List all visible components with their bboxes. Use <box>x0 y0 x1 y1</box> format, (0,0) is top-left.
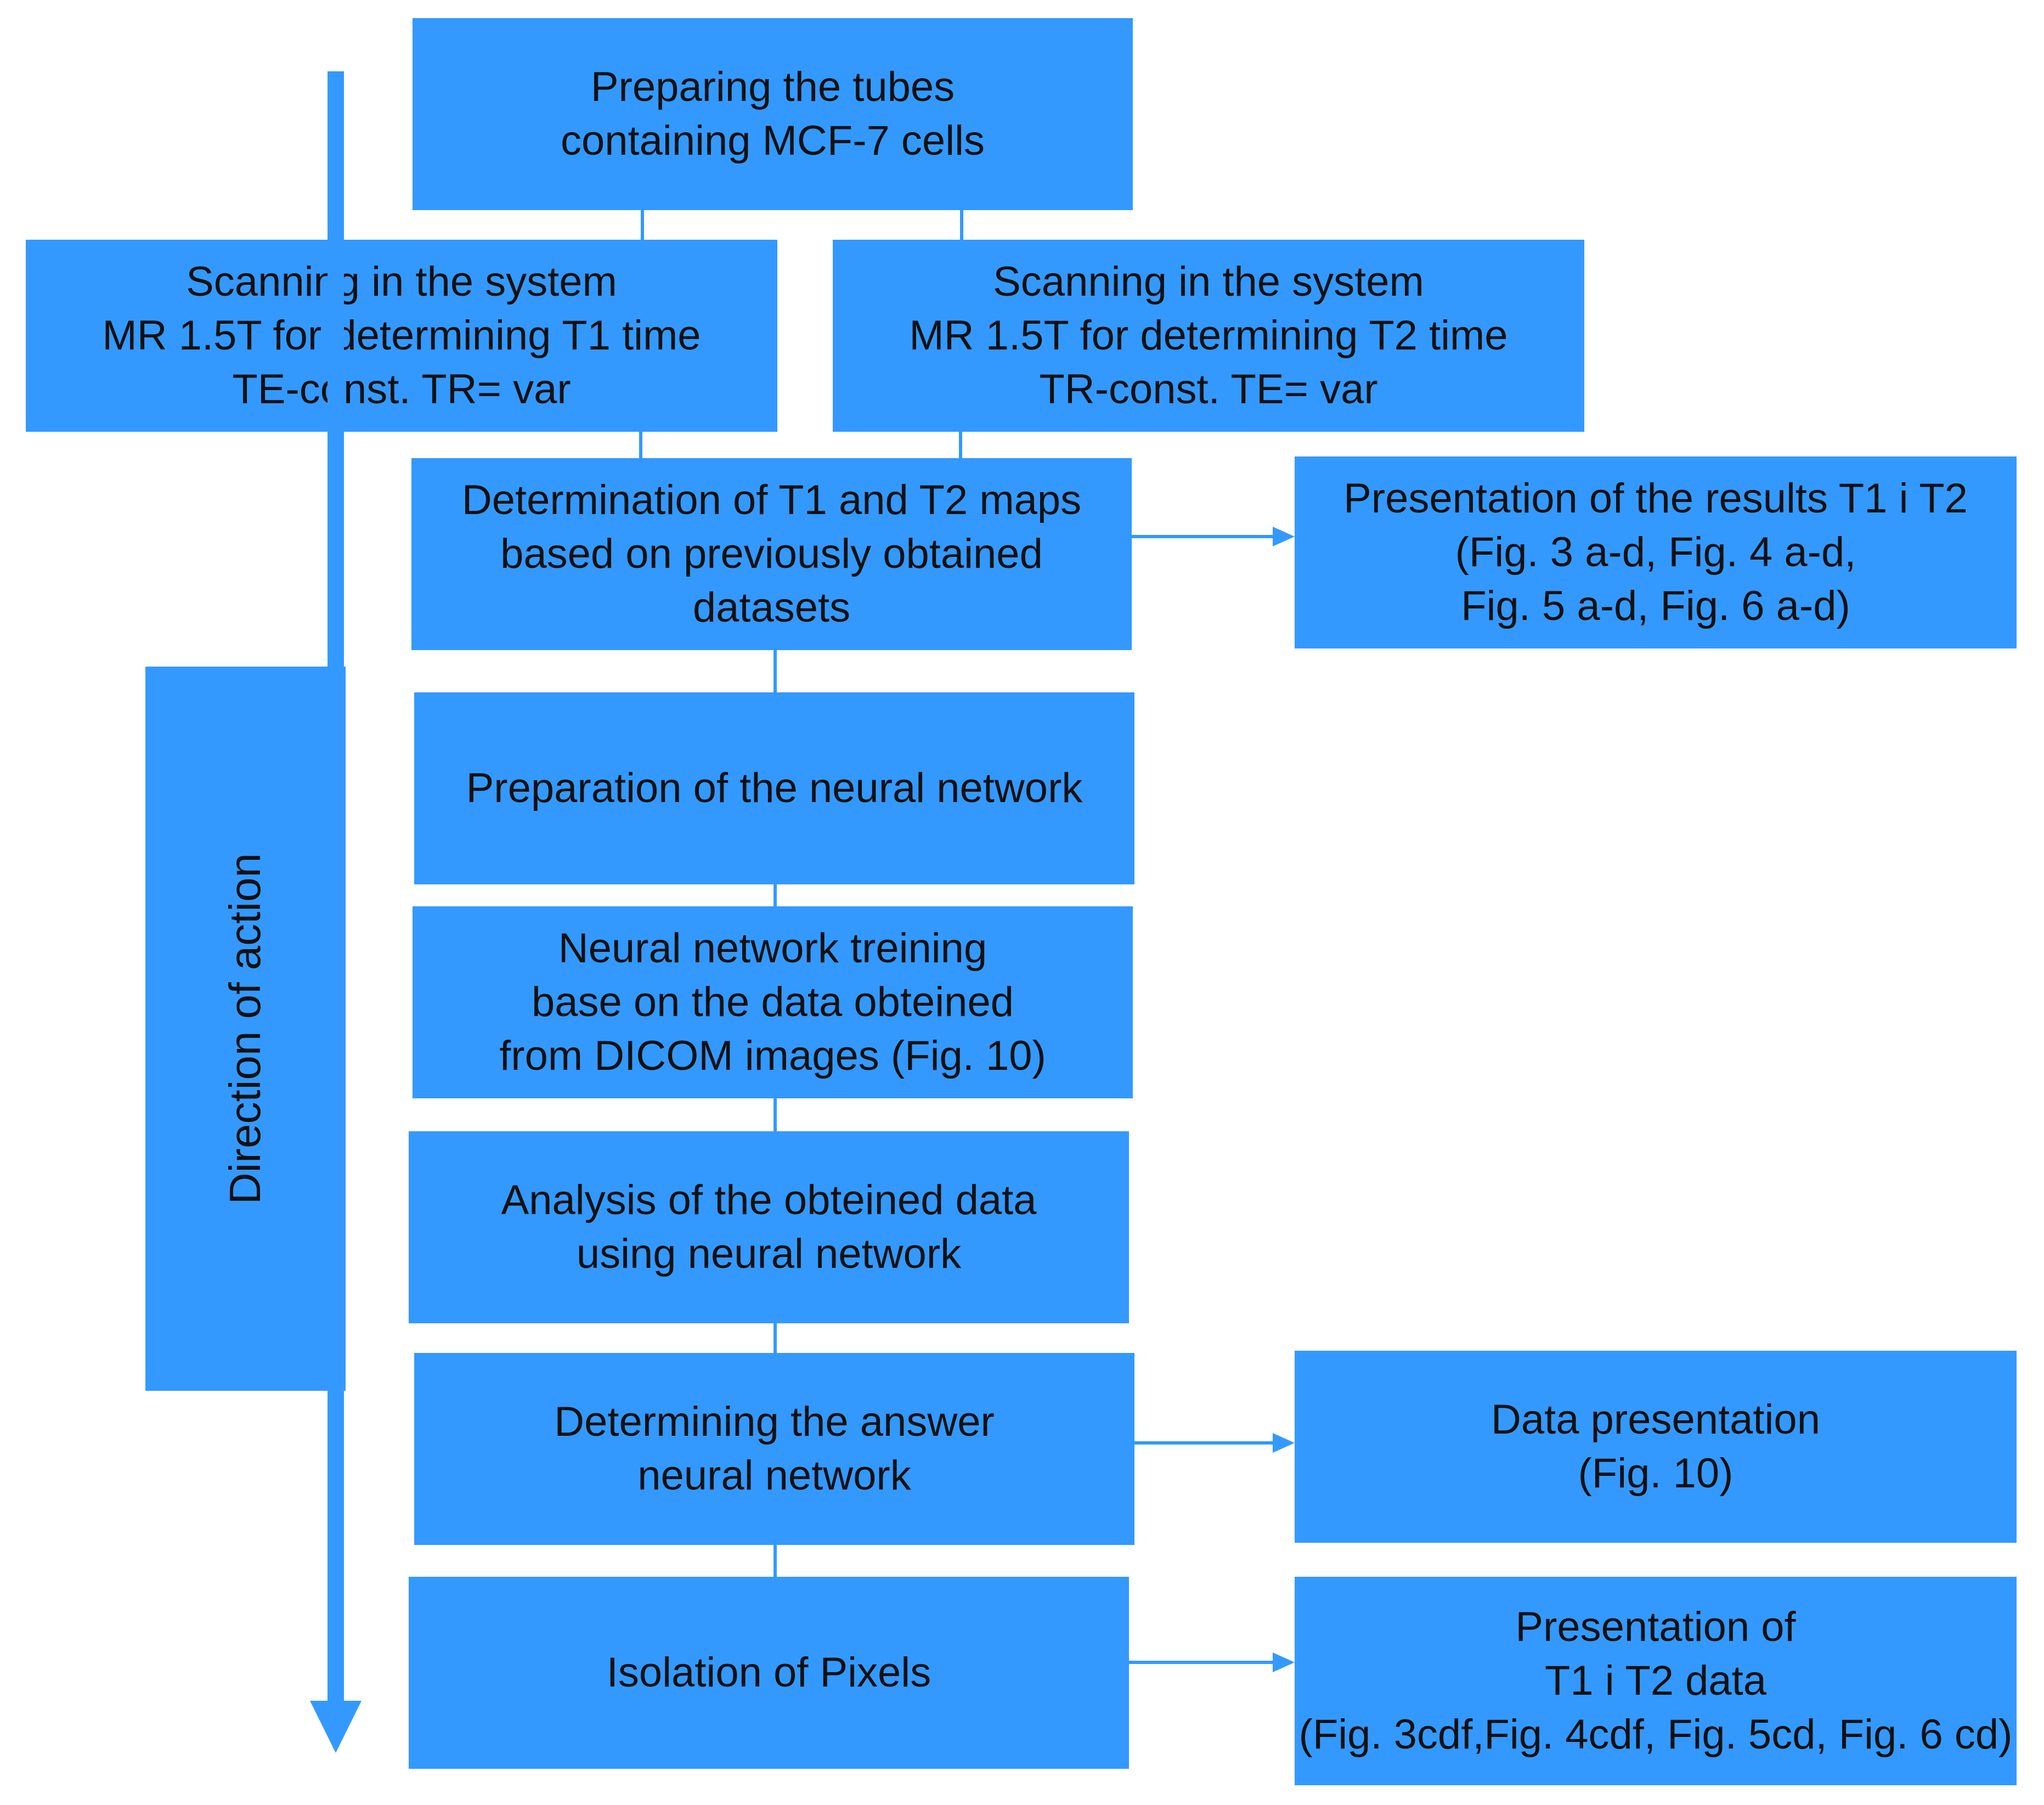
connector-train-to-analysis <box>773 1098 777 1131</box>
arrowhead-isolation-to-presentation <box>1273 1652 1295 1672</box>
box-analysis: Analysis of the obteined data using neur… <box>409 1131 1129 1323</box>
box-preparing-tubes: Preparing the tubes containing MCF-7 cel… <box>413 18 1133 210</box>
connector-tubes-to-t1 <box>641 208 644 241</box>
box-scan-t1: Scanning in the system MR 1.5T for deter… <box>26 240 777 432</box>
connector-analysis-to-answer <box>773 1323 777 1354</box>
box-presentation-t1-t2: Presentation of T1 i T2 data (Fig. 3cdf,… <box>1295 1577 2017 1785</box>
connector-answer-to-isolation <box>773 1544 777 1578</box>
box-determining-answer: Determining the answer neural network <box>414 1353 1134 1545</box>
box-data-presentation: Data presentation (Fig. 10) <box>1295 1351 2017 1543</box>
box-presentation-results: Presentation of the results T1 i T2 (Fig… <box>1295 456 2017 648</box>
arrowhead-answer-to-data-presentation <box>1273 1433 1295 1453</box>
connector-prep-to-train <box>773 883 777 908</box>
connector-maps-to-prep <box>773 650 777 694</box>
connector-tubes-to-t2 <box>960 208 963 241</box>
connector-t2-to-maps <box>959 431 962 459</box>
box-scan-t2: Scanning in the system MR 1.5T for deter… <box>833 240 1584 432</box>
direction-arrow-head <box>310 1701 362 1753</box>
direction-band <box>145 667 346 1391</box>
box-determination-maps: Determination of T1 and T2 maps based on… <box>411 458 1132 650</box>
box-isolation-pixels: Isolation of Pixels <box>409 1577 1129 1769</box>
arrowhead-maps-to-results <box>1273 527 1295 546</box>
box-neural-network-training: Neural network treining base on the data… <box>413 906 1133 1098</box>
box-preparation-neural-network: Preparation of the neural network <box>414 692 1134 884</box>
connector-t1-to-maps <box>639 431 642 459</box>
